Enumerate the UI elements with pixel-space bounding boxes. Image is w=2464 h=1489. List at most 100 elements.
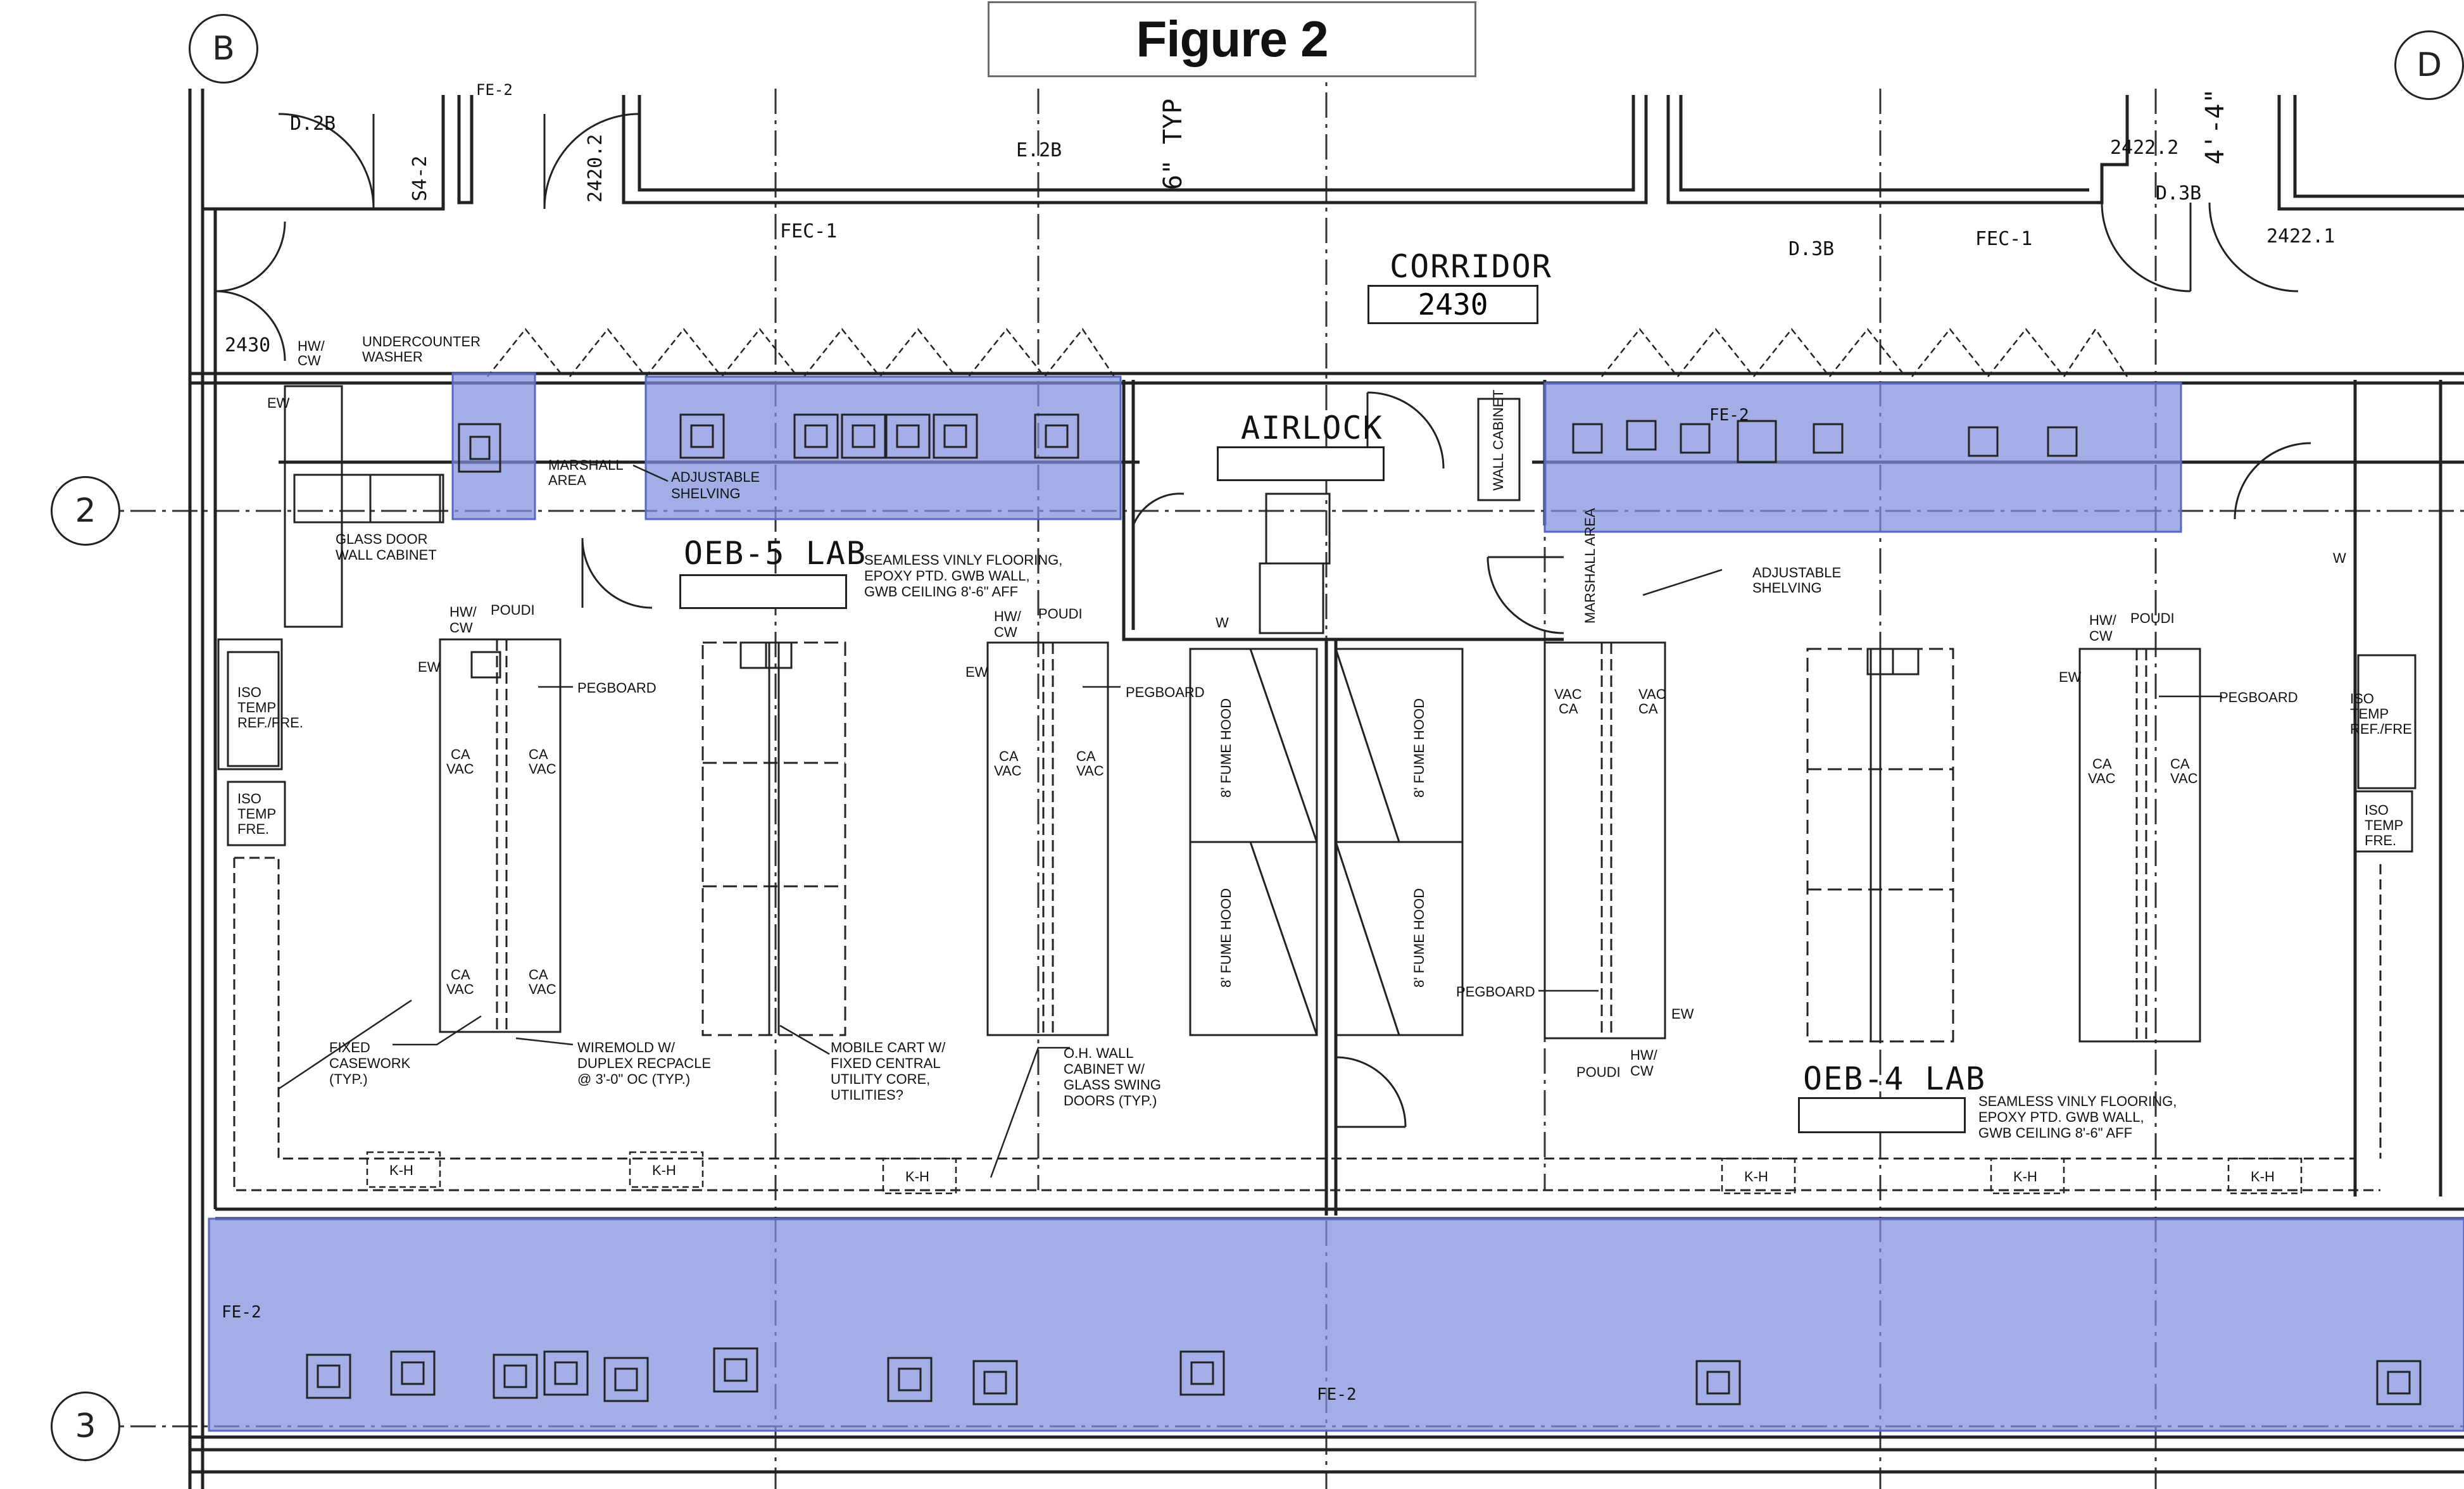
figure-title: Figure 2	[988, 1, 1476, 77]
wiremold-2: DUPLEX RECPACLE	[577, 1055, 712, 1071]
kh-d: K-H	[1744, 1169, 1768, 1184]
iso-temp-ref-b-1: ISO	[2350, 691, 2374, 707]
ca-vac-c1: CA	[999, 748, 1019, 764]
tag-d3b-a: D.3B	[2156, 182, 2202, 204]
grid-bubble-d: D	[2394, 30, 2464, 100]
figure-title-text: Figure 2	[1136, 11, 1328, 67]
poudi-label-c: POUDI	[1576, 1064, 1621, 1080]
marshall-area-a-2: AREA	[548, 472, 586, 488]
poudi-label-d: POUDI	[2130, 610, 2175, 626]
tag-s42: S4-2	[409, 155, 431, 201]
tag-fec1-a: FEC-1	[780, 220, 838, 242]
wall-cabinet-label: WALL CABINET	[1490, 389, 1506, 491]
iso-temp-fre-b-3: FRE.	[2365, 832, 2397, 848]
oh-wall-3: GLASS SWING	[1064, 1077, 1162, 1093]
ca-vac-e2: CA	[1559, 701, 1578, 717]
oeb5-note-2: EPOXY PTD. GWB WALL,	[864, 568, 1030, 584]
hwcw-label-d2: CW	[1630, 1063, 1654, 1079]
kh-f: K-H	[2251, 1169, 2275, 1184]
tag-fe2-a: FE-2	[476, 81, 513, 99]
ca-vac-e1: VAC	[1554, 686, 1582, 702]
ew-label-c: EW	[965, 664, 988, 680]
fume-hood-b: 8' FUME HOOD	[1218, 888, 1234, 988]
tag-e2b: E.2B	[1016, 139, 1062, 161]
marshall-area-a-1: MARSHALL	[548, 457, 624, 473]
w-label-a: W	[1216, 615, 1229, 631]
fixed-casework-3: (TYP.)	[329, 1071, 368, 1087]
ca-vac-b2: VAC	[446, 981, 474, 997]
tag-fec1-b: FEC-1	[1975, 228, 2033, 250]
adj-shelving-b-2: SHELVING	[1752, 580, 1822, 596]
dim-4-4: 4'-4"	[2201, 88, 2230, 165]
hwcw-label-b1: HW/	[449, 604, 477, 620]
tag-d2b: D.2B	[290, 113, 336, 135]
corridor-label: CORRIDOR	[1390, 248, 1552, 285]
ca-vac-a1: CA	[451, 746, 470, 762]
oh-wall-2: CABINET W/	[1064, 1061, 1145, 1077]
ca-vac-d3: CA	[2170, 756, 2190, 772]
hwcw-label-2: CW	[298, 353, 321, 368]
wiremold-3: @ 3'-0" OC (TYP.)	[577, 1071, 691, 1087]
iso-temp-ref-b-3: REF./FRE	[2350, 721, 2412, 737]
pegboard-label-c: PEGBOARD	[1456, 984, 1535, 1000]
ew-label-e: EW	[2059, 669, 2082, 685]
undercounter-label-1: UNDERCOUNTER	[362, 334, 481, 349]
oeb5-note-3: GWB CEILING 8'-6" AFF	[864, 584, 1019, 600]
ew-label-b: EW	[418, 659, 441, 675]
hwcw-label-c2: CW	[994, 624, 1017, 640]
ca-vac-c4: VAC	[1076, 763, 1104, 779]
mobile-cart-3: UTILITY CORE,	[831, 1071, 931, 1087]
mobile-cart-2: FIXED CENTRAL	[831, 1055, 941, 1071]
grid-bubble-3: 3	[51, 1392, 120, 1461]
tag-2420: 2420.2	[584, 134, 607, 203]
oh-wall-1: O.H. WALL	[1064, 1045, 1134, 1061]
ca-vac-b3: CA	[529, 967, 548, 983]
adj-shelving-a-1: ADJUSTABLE	[671, 469, 760, 485]
ca-vac-e4: CA	[1638, 701, 1658, 717]
pegboard-label-d: PEGBOARD	[2219, 689, 2298, 705]
ca-vac-a3: CA	[529, 746, 548, 762]
ca-vac-d2: VAC	[2088, 770, 2116, 786]
iso-temp-fre-a-3: FRE.	[237, 821, 270, 837]
glass-door-label-2: WALL CABINET	[336, 547, 437, 563]
iso-temp-fre-a-2: TEMP	[237, 806, 277, 822]
tag-2430: 2430	[225, 334, 271, 356]
mobile-cart-1: MOBILE CART W/	[831, 1040, 946, 1055]
pegboard-label-a: PEGBOARD	[577, 680, 657, 696]
ca-vac-b4: VAC	[529, 981, 556, 997]
highlight-zone-a	[451, 372, 536, 520]
ca-vac-c2: VAC	[994, 763, 1022, 779]
ca-vac-a2: VAC	[446, 761, 474, 777]
lab-benches	[217, 385, 2417, 1191]
fume-hood-a: 8' FUME HOOD	[1218, 698, 1234, 798]
tag-2422-1: 2422.1	[2266, 225, 2335, 248]
ca-vac-c3: CA	[1076, 748, 1096, 764]
oeb4-note-1: SEAMLESS VINLY FLOORING,	[1978, 1093, 2177, 1109]
kh-a: K-H	[389, 1162, 413, 1178]
kh-boxes	[366, 1151, 2303, 1195]
poudi-label-a: POUDI	[491, 602, 535, 618]
kh-b: K-H	[652, 1162, 676, 1178]
oeb5-lab-label: OEB-5 LAB	[684, 535, 867, 572]
highlight-zone-b	[644, 375, 1122, 520]
grid-bubble-2: 2	[51, 476, 120, 546]
ca-vac-d4: VAC	[2170, 770, 2198, 786]
corridor-number: 2430	[1367, 285, 1538, 324]
ca-vac-d1: CA	[2092, 756, 2112, 772]
cabinet-door-swings	[487, 327, 2128, 377]
tag-2422-2: 2422.2	[2110, 137, 2179, 159]
glass-door-label-1: GLASS DOOR	[336, 531, 428, 547]
tag-d3b-b: D.3B	[1788, 238, 1835, 260]
wiremold-1: WIREMOLD W/	[577, 1040, 675, 1055]
hwcw-label-d1: HW/	[1630, 1047, 1657, 1063]
undercounter-label-2: WASHER	[362, 349, 423, 365]
oeb5-note-1: SEAMLESS VINLY FLOORING,	[864, 552, 1063, 568]
iso-temp-fre-a-1: ISO	[237, 791, 261, 807]
kh-c: K-H	[905, 1169, 929, 1184]
kh-e: K-H	[2013, 1169, 2037, 1184]
tag-fe2-c: FE-2	[222, 1303, 261, 1322]
adj-shelving-a-2: SHELVING	[671, 486, 741, 501]
ca-vac-b1: CA	[451, 967, 470, 983]
mobile-cart-4: UTILITIES?	[831, 1087, 903, 1103]
